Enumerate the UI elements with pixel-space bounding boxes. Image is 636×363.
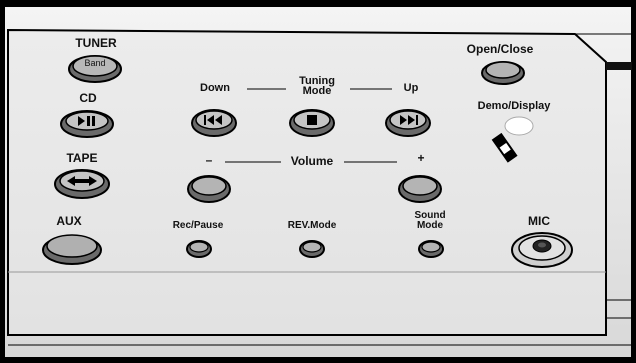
label-volume: Volume (290, 154, 334, 168)
label-tuner: TUNER (75, 36, 117, 50)
label-volume-minus: – (205, 153, 213, 167)
label-volume-plus: + (417, 151, 425, 165)
skip-forward-icon (400, 115, 418, 125)
label-rev-mode: REV.Mode (287, 220, 337, 231)
label-aux: AUX (56, 214, 82, 228)
label-cd: CD (79, 91, 97, 105)
tuning-down-button[interactable] (190, 106, 238, 138)
label-demo-display: Demo/Display (477, 100, 551, 112)
label-band: Band (84, 58, 106, 68)
volume-down-button[interactable] (186, 172, 232, 204)
label-sound-mode: Mode (416, 220, 444, 231)
aux-button[interactable] (41, 230, 103, 266)
skip-back-icon (204, 115, 222, 125)
rec-pause-button[interactable] (185, 238, 213, 258)
label-mic: MIC (528, 214, 550, 228)
tape-button[interactable] (53, 167, 111, 199)
label-tuning: Tuning (299, 75, 335, 87)
label-up: Up (403, 82, 419, 94)
demo-display-button[interactable] (486, 114, 542, 166)
sound-mode-button[interactable] (417, 238, 445, 258)
open-close-button[interactable] (480, 58, 526, 86)
mic-jack[interactable] (510, 229, 574, 269)
label-rec-pause: Rec/Pause (172, 220, 224, 231)
cd-play-pause-button[interactable] (59, 108, 115, 138)
rev-mode-button[interactable] (298, 238, 326, 258)
tuning-mode-button[interactable] (288, 106, 336, 138)
volume-up-button[interactable] (397, 172, 443, 204)
label-tape: TAPE (66, 151, 98, 165)
label-tuning-mode: Mode (302, 85, 332, 97)
tuning-up-button[interactable] (384, 106, 432, 138)
label-sound: Sound (414, 210, 446, 221)
label-open-close: Open/Close (466, 42, 534, 56)
stop-icon (307, 115, 317, 125)
tape-play-icon (67, 176, 97, 186)
tuner-band-button[interactable]: Band (67, 52, 123, 84)
play-pause-icon (78, 116, 95, 126)
label-down: Down (200, 82, 230, 94)
